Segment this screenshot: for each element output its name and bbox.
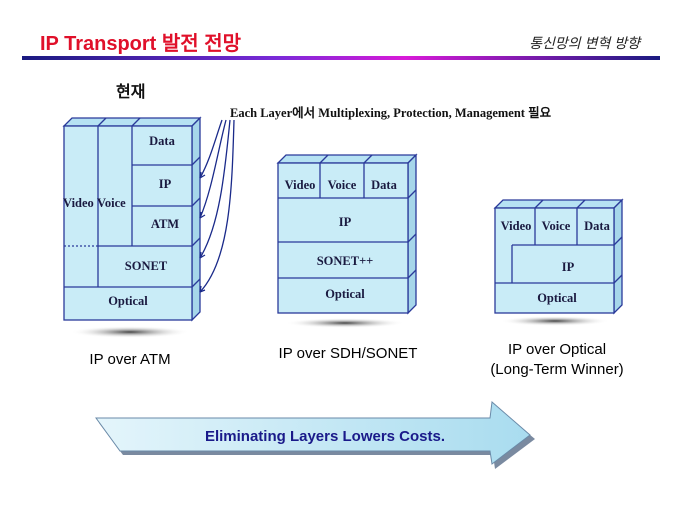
layer-optical: Optical (537, 291, 577, 305)
layer-caption: Each Layer에서 Multiplexing, Protection, M… (230, 106, 552, 120)
layer-optical: Optical (325, 287, 365, 301)
layer-ip: IP (159, 177, 172, 191)
pointer-arrows (199, 119, 235, 293)
layer-voice: Voice (97, 196, 126, 210)
layer-voice: Voice (328, 178, 357, 192)
stack-ip-over-sdh-sonet (276, 153, 418, 328)
stack-caption: IP over Optical (508, 341, 606, 358)
layer-optical: Optical (108, 294, 148, 308)
layer-data: Data (371, 178, 397, 192)
layer-voice: Voice (542, 219, 571, 233)
layer-data: Data (584, 219, 610, 233)
layer-data: Data (149, 134, 175, 148)
arrow-text: Eliminating Layers Lowers Costs. (205, 428, 445, 445)
layer-ip: IP (562, 260, 575, 274)
layer-video: Video (501, 219, 532, 233)
cost-arrow: Eliminating Layers Lowers Costs. (95, 401, 535, 469)
layer-sonet: SONET (125, 259, 168, 273)
slide-subtitle: 통신망의 변혁 방향 (529, 35, 640, 51)
title-divider (22, 56, 660, 60)
layer-ip: IP (339, 215, 352, 229)
stack-caption: IP over ATM (89, 351, 170, 368)
stack-ip-over-optical (493, 198, 624, 326)
layer-video: Video (63, 196, 94, 210)
layer-atm: ATM (151, 217, 179, 231)
layer-sonet: SONET++ (317, 254, 374, 268)
stack-caption: IP over SDH/SONET (279, 345, 418, 362)
stack-caption: (Long-Term Winner) (490, 361, 623, 378)
layer-video: Video (285, 178, 316, 192)
slide-title: IP Transport 발전 전망 (40, 33, 242, 55)
current-label: 현재 (116, 84, 146, 101)
stack-ip-over-atm (62, 116, 202, 338)
